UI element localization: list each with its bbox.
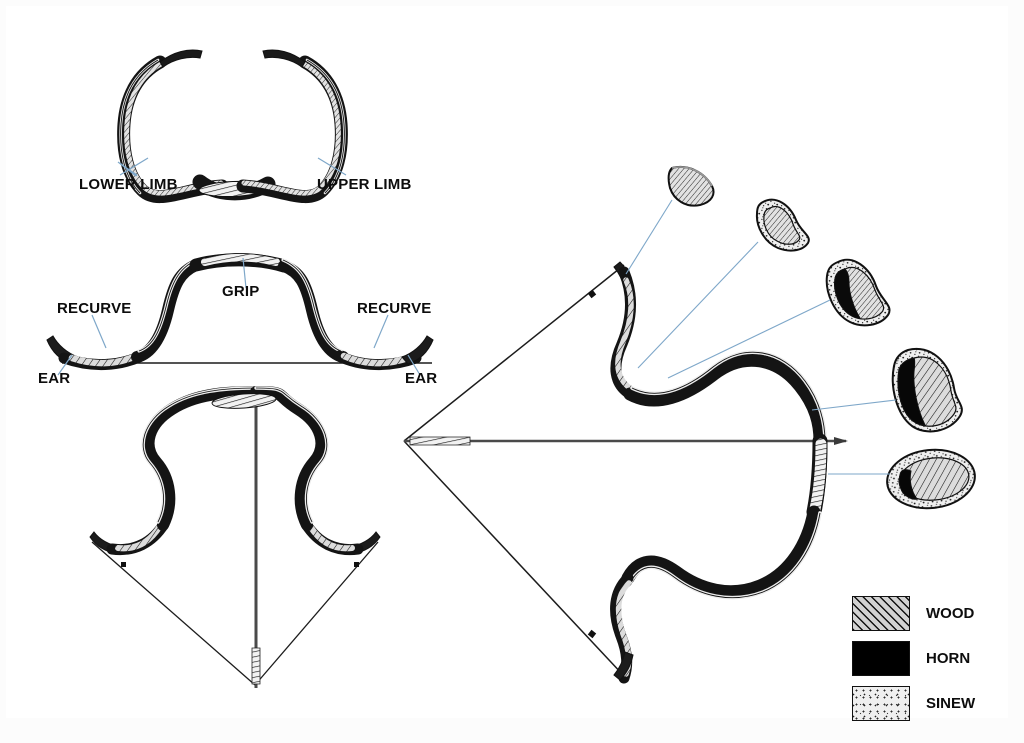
side-upper-limb: [623, 353, 827, 448]
legend-row-wood: WOOD: [852, 596, 975, 631]
braced-left-limb-sinew-edge: [138, 259, 198, 352]
cs1-outline: [667, 166, 715, 207]
cs1-sinew-rim: [671, 166, 713, 187]
front-string-right: [254, 541, 379, 686]
unstrung-upper-limb-outline: [306, 59, 345, 194]
braced-right-limb-sinew-edge: [282, 259, 342, 352]
unstrung-upper-limb: [236, 55, 348, 204]
view-drawn-bow-side: [403, 261, 848, 684]
side-lower-ear: [613, 651, 634, 681]
front-right-recurve-wood: [307, 523, 355, 552]
side-nock-lower: [587, 629, 597, 639]
leader-grip: [242, 257, 247, 289]
leader-lower-limb-stem: [119, 157, 149, 176]
legend-swatch-sinew: [852, 686, 910, 721]
legend-row-sinew: SINEW: [852, 686, 975, 721]
side-grip-wrap: [809, 438, 827, 515]
front-left-limb: [142, 386, 262, 531]
unstrung-upper-limb-wood: [241, 61, 341, 196]
label-grip: GRIP: [222, 283, 260, 300]
legend-label-wood: WOOD: [926, 605, 975, 622]
view-braced-bow: [46, 253, 434, 376]
braced-left-limb: [131, 259, 202, 363]
side-upper-recurve-wood: [615, 277, 634, 392]
braced-left-recurve-wood: [68, 352, 140, 367]
front-right-limb-sinew-edge: [255, 387, 328, 523]
side-arrow-point: [834, 437, 848, 445]
cs5-horn: [898, 469, 918, 500]
leader-recurve-left: [91, 314, 107, 349]
leader-ear-left: [57, 354, 73, 376]
label-upper-limb: UPPER LIMB: [317, 176, 412, 193]
legend-swatch-wood: [852, 596, 910, 631]
unstrung-lower-limb-outline: [120, 59, 159, 194]
leader-cs2: [637, 241, 759, 369]
cross-section-3: [825, 258, 891, 327]
cross-section-leaders: [625, 199, 897, 475]
view-drawn-bow-front: [89, 386, 381, 688]
legend-swatch-horn: [852, 641, 910, 676]
leader-ear-right: [407, 354, 421, 376]
label-ear-left: EAR: [38, 370, 71, 387]
front-grip-wrap: [211, 393, 277, 409]
cs2-wood: [763, 206, 801, 245]
view-unstrung-bow: [117, 49, 348, 204]
front-string-left: [91, 541, 256, 686]
unstrung-lower-limb-wood: [124, 61, 224, 196]
braced-grip-wrap: [201, 253, 280, 266]
braced-right-ear: [401, 335, 434, 365]
side-arrow-fletching: [409, 436, 471, 446]
cross-section-5: [886, 448, 976, 510]
side-string-lower: [403, 440, 625, 677]
side-string-upper: [403, 264, 625, 442]
front-nock-right: [354, 562, 359, 567]
cs3-horn: [834, 268, 861, 319]
leader-recurve-right: [373, 314, 389, 349]
front-nock-left: [121, 562, 126, 567]
side-nock-upper: [587, 289, 597, 299]
paper-sheet: [6, 6, 1008, 718]
legend-label-horn: HORN: [926, 650, 971, 667]
leader-cs3: [667, 299, 831, 379]
front-right-limb: [250, 386, 328, 531]
label-lower-limb: LOWER LIMB: [79, 176, 178, 193]
front-arrow-fletching: [251, 647, 261, 685]
cross-section-4: [891, 347, 963, 433]
front-left-recurve-wood: [115, 523, 163, 552]
side-lower-limb-sinew-edge: [629, 512, 821, 599]
legend-row-horn: HORN: [852, 641, 975, 676]
leader-lower-limb-main: [117, 161, 137, 177]
label-recurve-left: RECURVE: [57, 300, 132, 317]
leader-cs1: [625, 199, 673, 275]
side-upper-limb-sinew-edge: [631, 351, 826, 442]
braced-right-recurve-wood: [340, 352, 412, 367]
cross-section-1: [667, 166, 715, 207]
cross-section-2: [755, 198, 810, 252]
unstrung-upper-ear: [262, 49, 306, 68]
legend-label-sinew: SINEW: [926, 695, 976, 712]
legend: WOOD HORN SINEW: [852, 596, 975, 731]
unstrung-lower-limb: [117, 55, 229, 204]
side-lower-limb: [621, 505, 821, 599]
front-left-limb-sinew-edge: [142, 387, 257, 523]
label-recurve-right: RECURVE: [357, 300, 432, 317]
leader-upper-limb-stem: [317, 157, 347, 176]
unstrung-lower-ear: [159, 49, 203, 68]
braced-right-limb: [278, 260, 349, 363]
side-grip-wrap-edge: [820, 443, 828, 511]
label-ear-right: EAR: [405, 370, 438, 387]
braced-grip-wrap-outline: [204, 253, 277, 259]
leader-cs4: [811, 399, 897, 411]
cs4-horn: [897, 357, 926, 426]
